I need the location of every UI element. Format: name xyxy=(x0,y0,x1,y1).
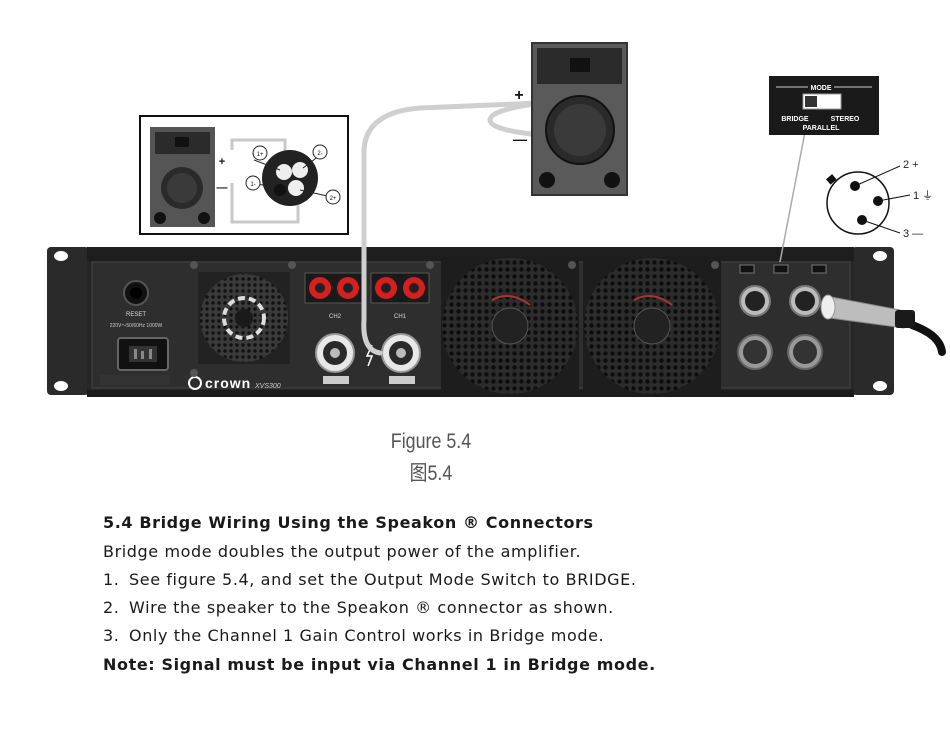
list-item-number: 3. xyxy=(103,626,120,645)
bridge-label: BRIDGE xyxy=(781,116,809,123)
ch2-output-label: CH2 xyxy=(329,314,342,320)
intro-paragraph: Bridge mode doubles the output power of … xyxy=(103,542,582,561)
mode-switch-on-panel xyxy=(773,264,789,274)
speaker-cable xyxy=(361,100,543,356)
speakon-connector-ch2 xyxy=(315,333,355,373)
xlr-pin-1-label: 1 ⏚ xyxy=(913,189,933,202)
list-item-text: Only the Channel 1 Gain Control works in… xyxy=(129,626,605,645)
section-heading: 5.4 Bridge Wiring Using the Speakon ® Co… xyxy=(103,513,594,532)
inset-minus-label: — xyxy=(217,182,228,194)
pin-2-plus-label: 2+ xyxy=(330,196,337,202)
list-item-text: Wire the speaker to the Speakon ® connec… xyxy=(129,598,614,617)
xlr-input-ch2-female xyxy=(739,285,771,317)
pin-2-minus-label: 2- xyxy=(317,151,322,157)
list-item: 2. Wire the speaker to the Speakon ® conn… xyxy=(103,598,614,617)
inset-plus-label: + xyxy=(219,156,225,168)
panel-screws xyxy=(190,261,719,377)
crown-logo-icon xyxy=(188,376,202,390)
model-label: XVS300 xyxy=(254,383,281,390)
ch1-output-label: CH1 xyxy=(394,314,407,320)
list-item-number: 1. xyxy=(103,570,120,589)
brand-label: crown xyxy=(205,375,251,391)
mode-switch-callout xyxy=(769,76,879,263)
main-fan-left xyxy=(441,257,579,395)
speakon-connector-ch1 xyxy=(381,333,421,373)
speakon-pinout-inset xyxy=(139,115,349,235)
speaker-plus-label: + xyxy=(514,87,523,104)
speaker-minus-label: — xyxy=(513,131,527,147)
xlr-output-ch2-male xyxy=(737,334,773,370)
list-item: 1. See figure 5.4, and set the Output Mod… xyxy=(103,570,637,589)
pin-1-plus-label: 1+ xyxy=(257,152,264,158)
pin-1-minus-label: 1- xyxy=(250,182,255,188)
xlr-plug xyxy=(820,294,946,356)
binding-posts-ch2 xyxy=(304,272,364,304)
list-item: 3. Only the Channel 1 Gain Control works … xyxy=(103,626,604,645)
main-fan-right xyxy=(583,257,721,395)
stereo-label: STEREO xyxy=(831,116,860,123)
speaker-cabinet xyxy=(531,42,628,196)
figure-caption-en: Figure 5.4 xyxy=(390,430,472,453)
xlr-pin-2-label: 2 + xyxy=(903,159,919,171)
binding-posts-ch1 xyxy=(370,272,430,304)
xlr-pin-3-label: 3 — xyxy=(903,228,923,240)
amplifier-rear-panel: RESET 220V～50/60Hz 1000W CH2 C xyxy=(47,247,946,397)
caution-text-block xyxy=(100,375,170,385)
reset-label: RESET xyxy=(126,312,146,318)
list-item-number: 2. xyxy=(103,598,120,617)
list-item-text: See figure 5.4, and set the Output Mode … xyxy=(129,570,637,589)
figure-caption-zh: 图5.4 xyxy=(409,462,453,485)
xlr-input-ch1-female xyxy=(789,285,821,317)
note-text: Note: Signal must be input via Channel 1… xyxy=(103,655,656,674)
bridge-wiring-figure: RESET 220V～50/60Hz 1000W CH2 C xyxy=(47,42,946,397)
xlr-output-ch1-male xyxy=(787,334,823,370)
mode-title-label: MODE xyxy=(811,85,832,92)
parallel-label: PARALLEL xyxy=(803,125,841,132)
power-rating-label: 220V～50/60Hz 1000W xyxy=(110,323,163,329)
xlr-pinout-diagram xyxy=(826,165,911,235)
left-rack-ear xyxy=(47,247,89,395)
